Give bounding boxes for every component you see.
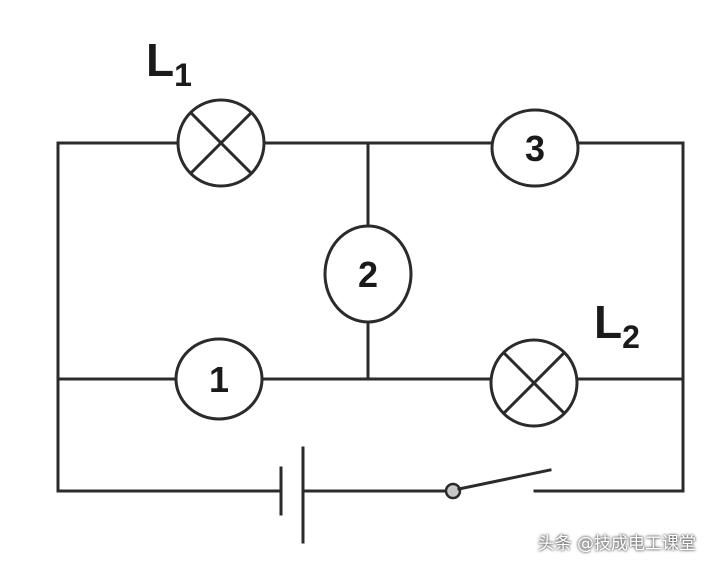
watermark: 头条 @技成电工课堂 xyxy=(537,534,696,554)
switch xyxy=(444,468,552,500)
lamp-l1 xyxy=(176,98,266,188)
battery xyxy=(279,446,305,544)
meter-1-number: 1 xyxy=(209,359,229,400)
lamp-l2-label: L2 xyxy=(594,296,640,355)
meter-3: 3 xyxy=(490,108,580,188)
switch-pivot xyxy=(444,482,462,500)
meter-3-number: 3 xyxy=(525,128,545,169)
meter-2-number: 2 xyxy=(358,254,378,295)
circuit-wires xyxy=(56,141,685,493)
meter-2: 2 xyxy=(323,224,413,324)
meter-1: 1 xyxy=(174,337,264,421)
lamp-l1-label: L1 xyxy=(146,34,192,93)
switch-lever xyxy=(457,468,552,491)
lamp-l2 xyxy=(489,338,579,428)
